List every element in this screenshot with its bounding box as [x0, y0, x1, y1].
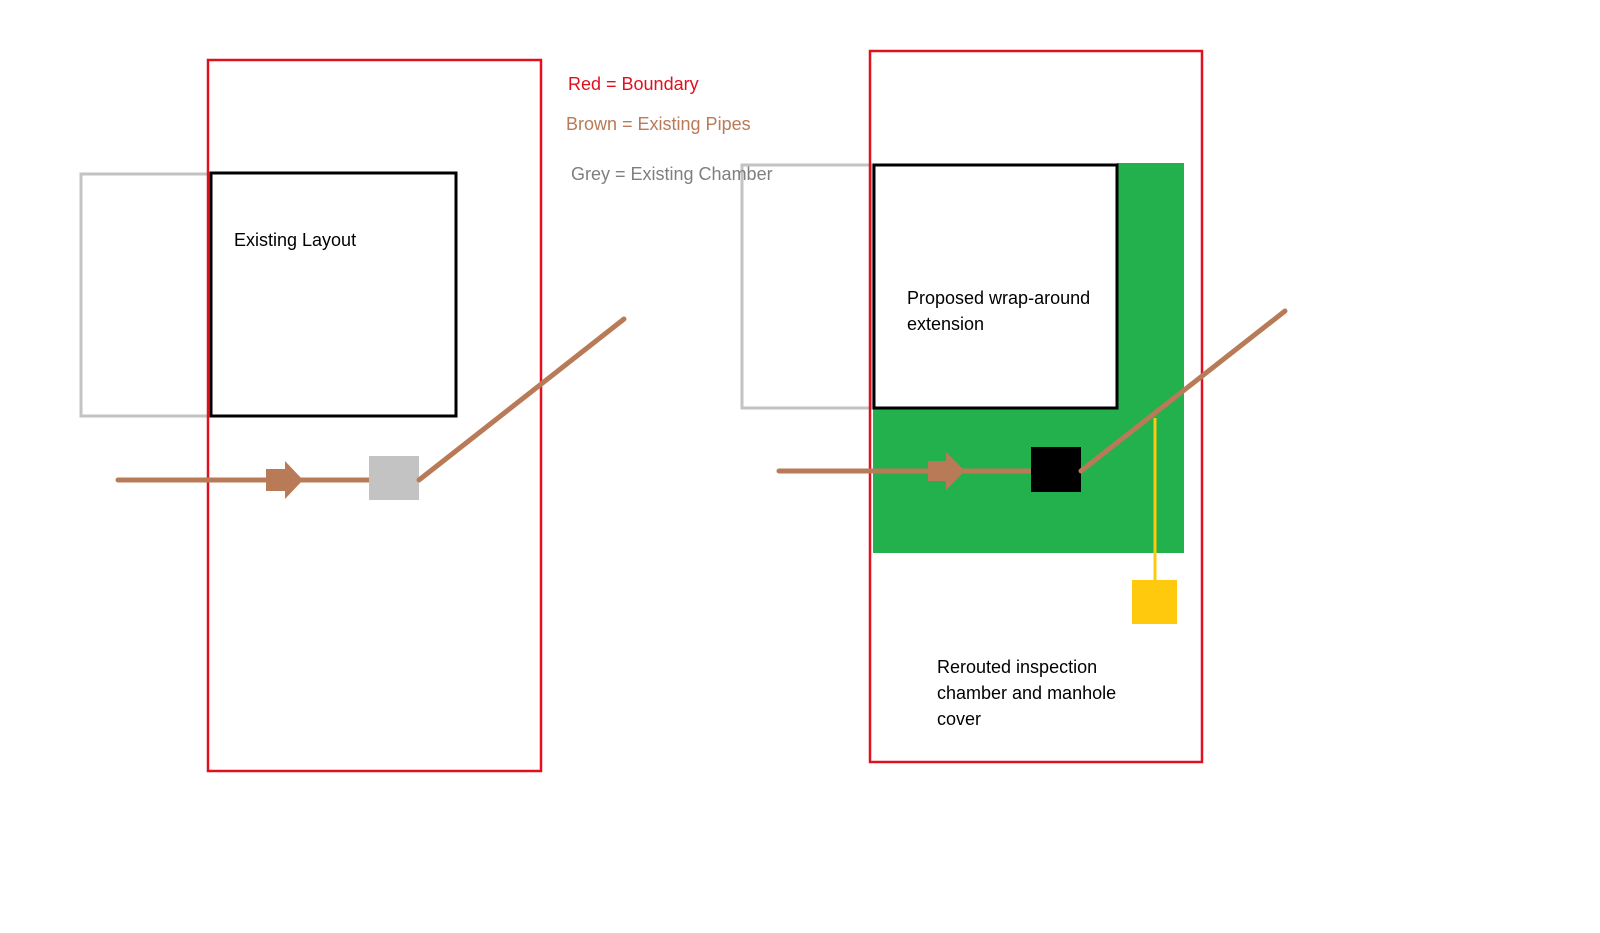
manhole-cover — [1132, 580, 1177, 624]
right-house-outline — [872, 163, 1119, 410]
reroute-note-line1: Rerouted inspection — [937, 657, 1098, 677]
legend-red: Red = Boundary — [568, 74, 699, 94]
right-neighbour-outline — [740, 163, 874, 410]
reroute-note-line2: chamber and manhole — [937, 683, 1117, 703]
existing-layout-label: Existing Layout — [234, 230, 357, 250]
left-boundary — [206, 58, 543, 773]
extension-label-line1: Proposed wrap-around — [907, 288, 1091, 308]
existing-chamber — [369, 456, 419, 500]
existing-neighbour-outline — [79, 172, 212, 418]
extension-label-line2: extension — [907, 314, 985, 334]
left-outlet-pipe — [416, 316, 627, 483]
right-outlet-pipe — [1078, 308, 1288, 474]
legend-brown: Brown = Existing Pipes — [566, 114, 751, 134]
existing-house-outline — [209, 171, 458, 418]
proposed-extension-area — [873, 163, 1184, 553]
right-boundary — [868, 49, 1204, 764]
left-flow-arrow — [266, 461, 303, 499]
legend-grey: Grey = Existing Chamber — [571, 164, 773, 184]
right-flow-arrow — [928, 452, 965, 490]
reroute-note-line3: cover — [937, 709, 982, 729]
new-inspection-chamber — [1031, 447, 1081, 492]
